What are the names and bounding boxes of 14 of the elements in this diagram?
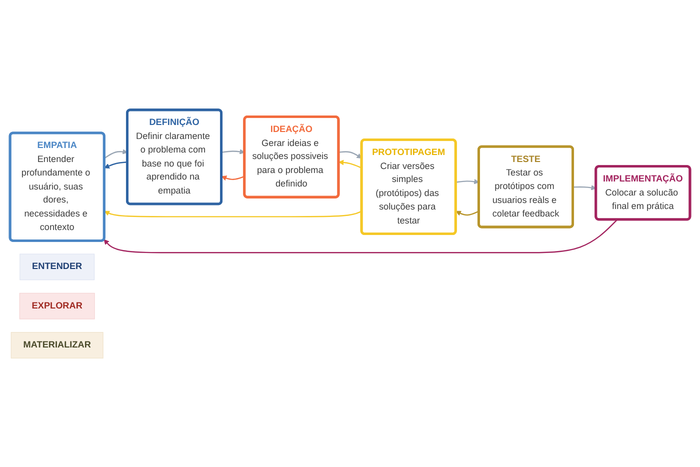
arrow bbox=[104, 218, 618, 253]
node-box: EXPLORAR bbox=[19, 292, 95, 319]
arrow bbox=[104, 210, 362, 217]
arrow bbox=[338, 159, 362, 168]
node-box: MATERIALIZAR bbox=[10, 332, 104, 358]
arrow bbox=[573, 184, 596, 190]
arrow bbox=[104, 148, 128, 158]
node-box: ENTENDER bbox=[20, 253, 95, 280]
arrow bbox=[221, 175, 245, 180]
arrow bbox=[456, 210, 480, 216]
arrow bbox=[456, 178, 480, 184]
arrow bbox=[222, 148, 245, 154]
arrow bbox=[338, 150, 362, 158]
arrow bbox=[104, 160, 128, 168]
